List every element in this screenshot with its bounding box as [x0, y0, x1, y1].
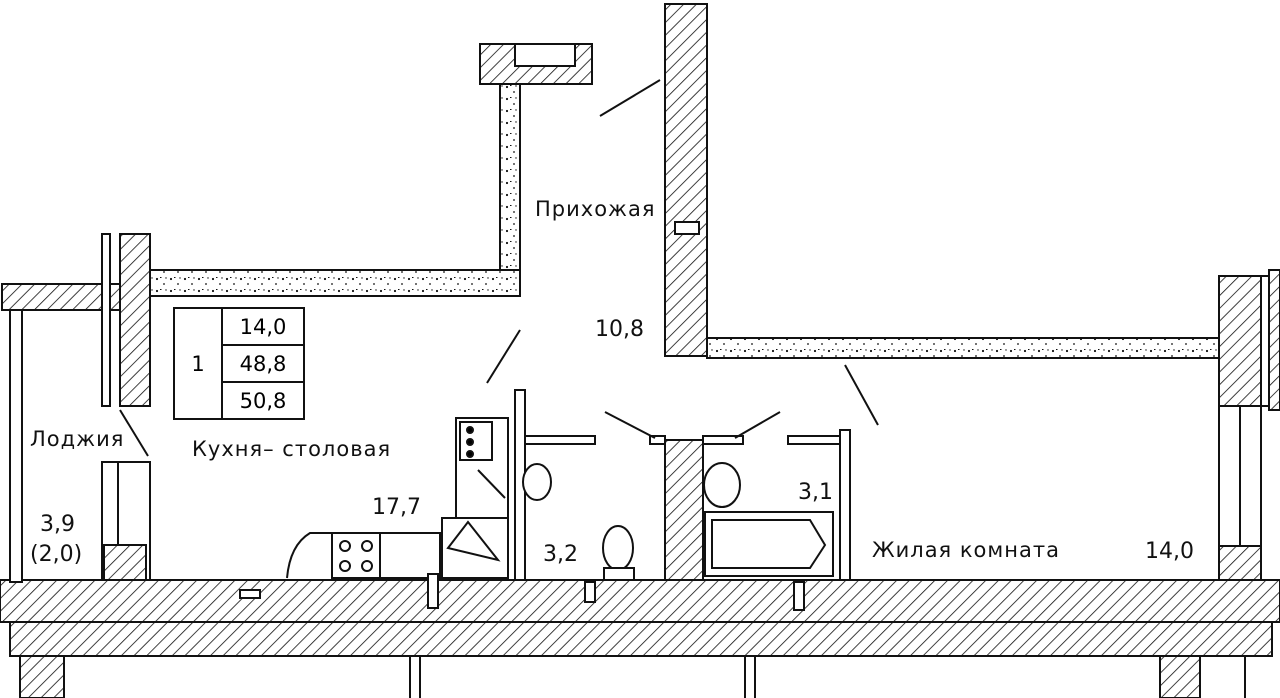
main-wall-vertical [664, 3, 708, 357]
lower-pillar-left [19, 655, 65, 698]
loggia-area: 3,9 [40, 512, 75, 537]
hallway-area: 10,8 [595, 317, 644, 342]
counter [379, 532, 441, 579]
rooms-count-value: 1 [191, 351, 205, 376]
total-with-loggia-value: 50,8 [239, 388, 287, 413]
bathtub [704, 511, 834, 577]
hallway-name: Прихожая [535, 197, 656, 221]
loggia-name: Лоджия [30, 427, 125, 451]
total-area-cell: 48,8 [221, 344, 305, 383]
right-wall-upper [1218, 275, 1262, 407]
kitchen-area: 17,7 [372, 495, 421, 520]
partition-bath-living [839, 429, 851, 581]
living-area-cell: 14,0 [221, 307, 305, 346]
lower-pillar-right [1159, 655, 1201, 698]
exterior-wall-lower [9, 621, 1273, 657]
toilet [602, 525, 634, 571]
total-with-loggia-cell: 50,8 [221, 381, 305, 420]
living-room-name: Жилая комната [872, 538, 1060, 562]
kitchen-top-wall [149, 269, 521, 297]
living-room-area: 14,0 [1145, 539, 1194, 564]
loggia-left-wall [9, 309, 23, 583]
living-area-value: 14,0 [239, 314, 287, 339]
loggia-pillar [119, 233, 151, 407]
living-top-wall [706, 337, 1220, 359]
bath-area: 3,1 [798, 480, 833, 505]
kitchen-name: Кухня– столовая [192, 437, 392, 461]
washbasin [522, 463, 552, 501]
partition-bath-wc [664, 439, 704, 581]
loggia-area-reduced: (2,0) [30, 542, 83, 567]
rooms-count: 1 [173, 307, 223, 420]
exterior-wall-bottom [0, 579, 1280, 623]
total-area-value: 48,8 [239, 351, 287, 376]
bathroom-area: 3,2 [543, 542, 578, 567]
stove [331, 532, 381, 579]
kitchen-sink [441, 517, 509, 579]
hallway-left-wall [499, 83, 521, 271]
